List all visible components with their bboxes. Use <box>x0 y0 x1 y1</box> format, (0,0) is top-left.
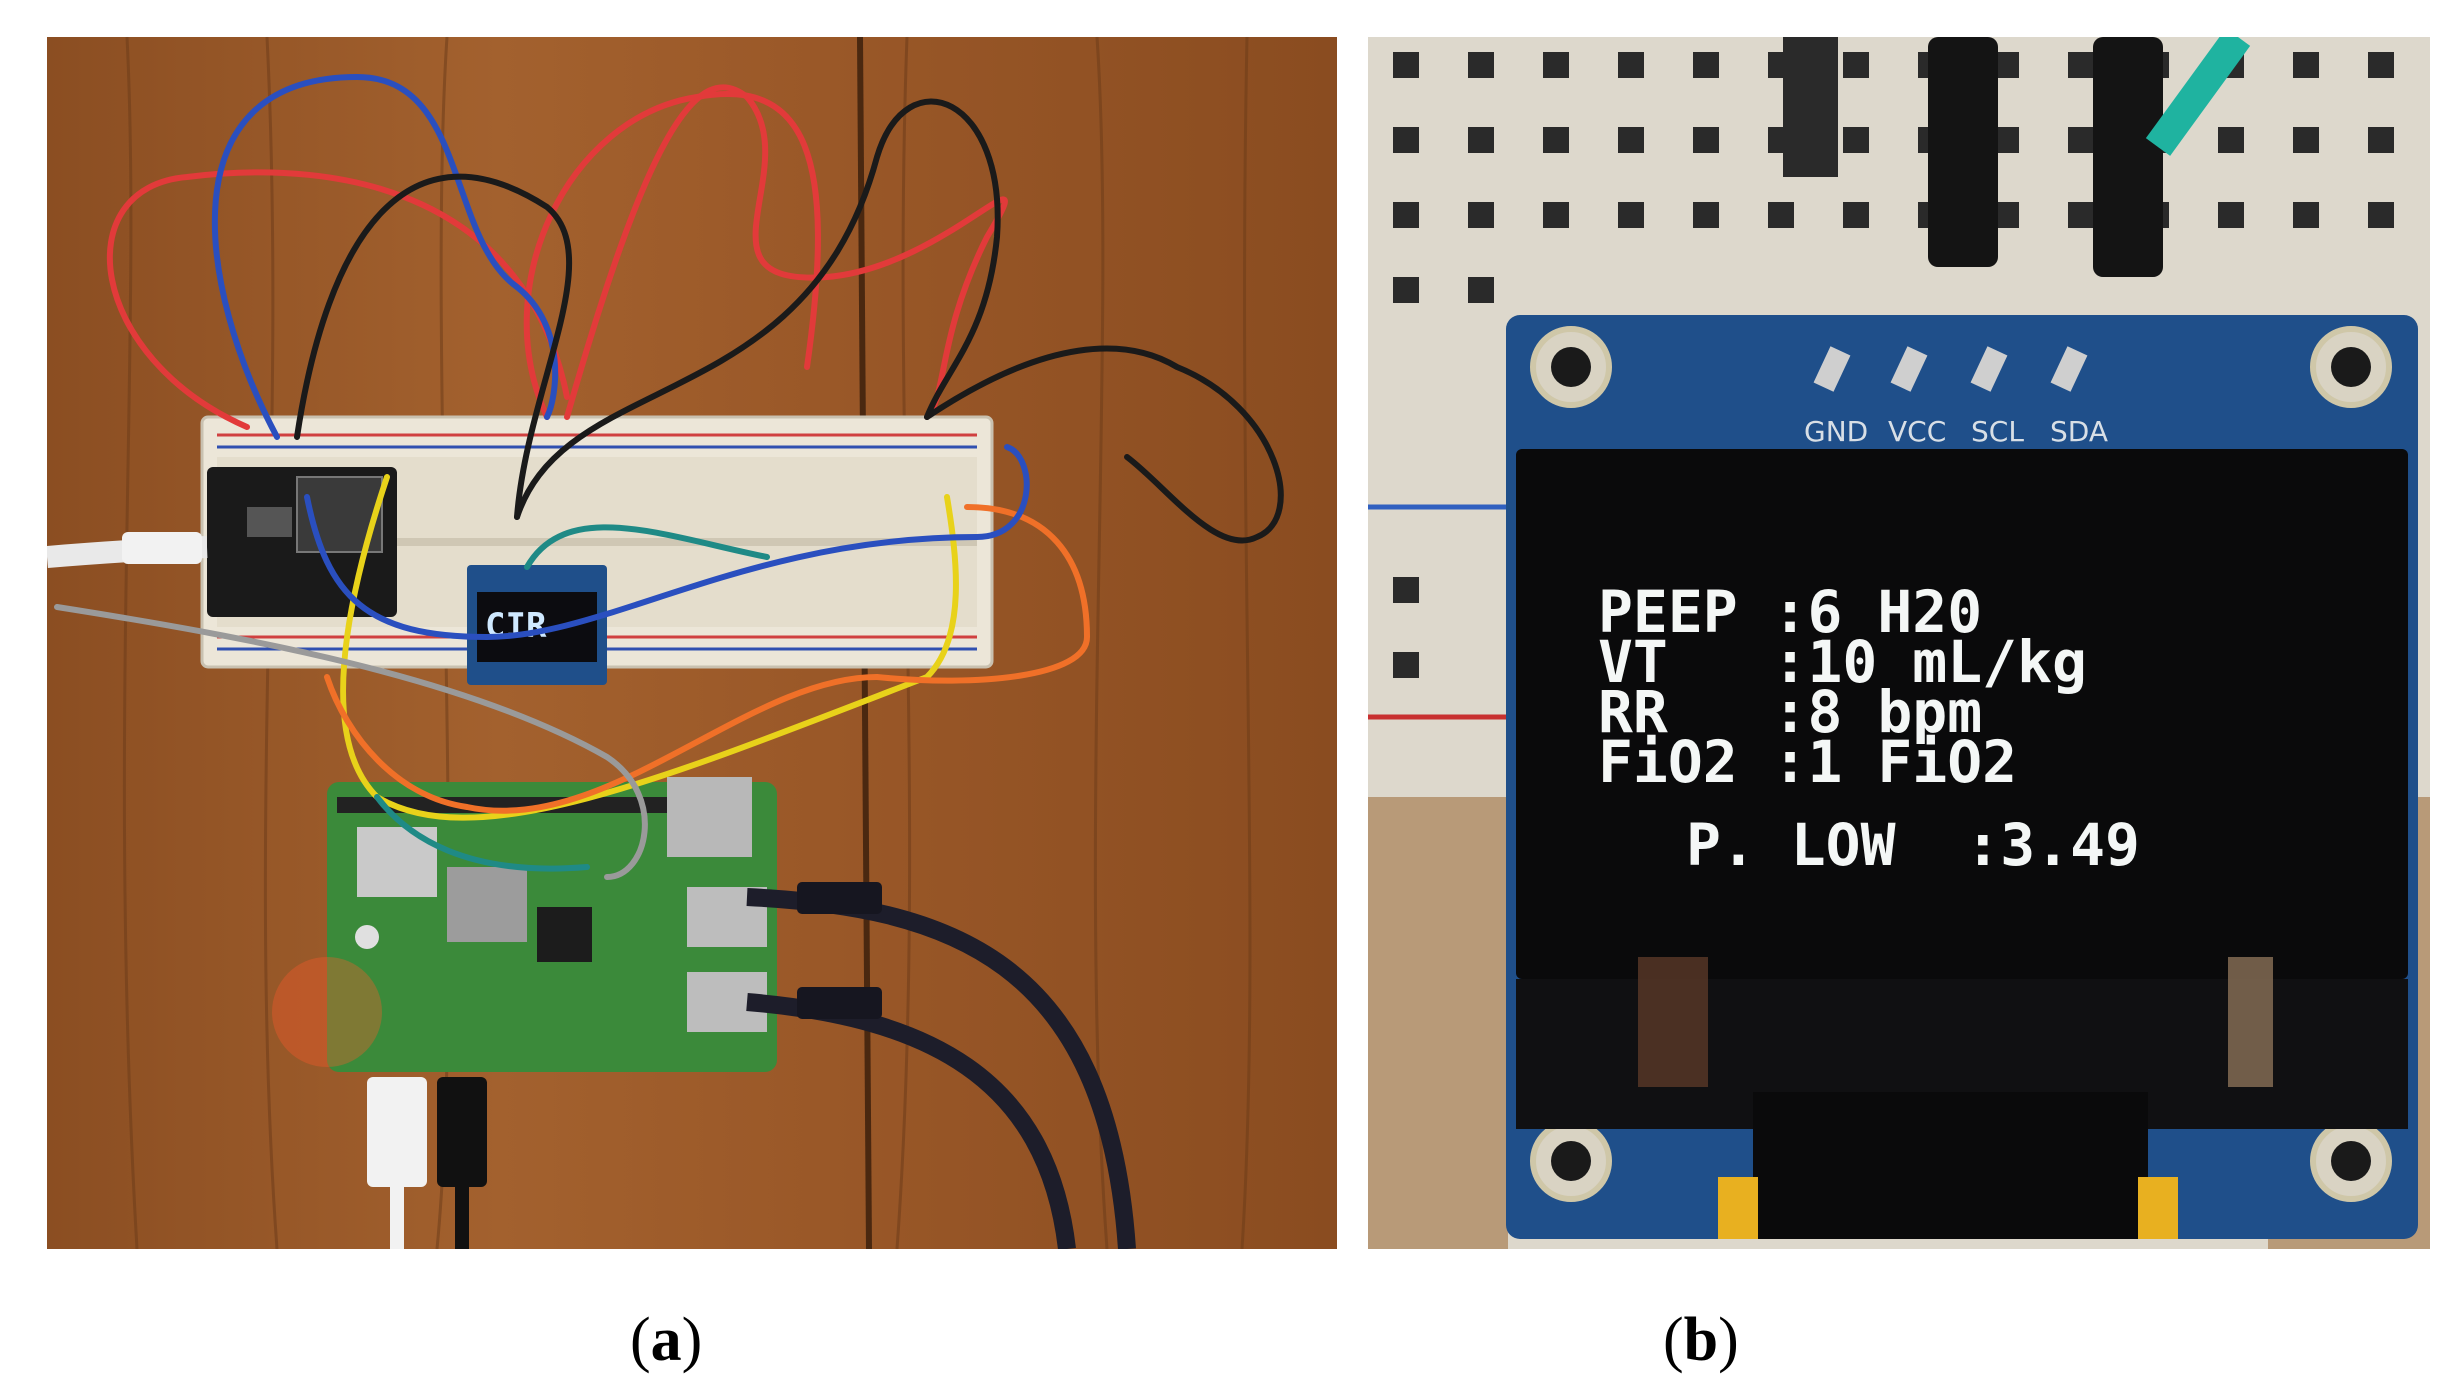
oled-line-peep: PEEP :6 H20 <box>1598 578 1982 646</box>
photo-oled-closeup: GND VCC SCL SDA PEEP :6 H20 VT :10 mL/kg… <box>1368 37 2430 1249</box>
breadboard-holes <box>1393 52 2394 678</box>
raspberry-pi-board <box>327 777 777 1072</box>
oled-module: GND VCC SCL SDA PEEP :6 H20 VT :10 mL/kg… <box>1506 315 2418 1239</box>
oled-display-small: CIR <box>467 565 607 685</box>
caption-b-open: ( <box>1663 1306 1684 1374</box>
oled-line-pressure-low: P. LOW :3.49 <box>1686 811 2140 879</box>
usb-cable <box>47 532 208 568</box>
oled-line-rr: RR :8 bpm <box>1598 678 1982 746</box>
oled-screen <box>1516 449 2408 979</box>
caption-b: (b) <box>1663 1305 1739 1376</box>
caption-a: (a) <box>630 1305 702 1376</box>
wood-peek <box>1368 797 1508 1249</box>
pin-label-gnd: GND <box>1804 415 1868 448</box>
pin-label-sda: SDA <box>2050 415 2108 448</box>
pin-label-vcc: VCC <box>1888 415 1946 448</box>
pin-label-scl: SCL <box>1971 415 2024 448</box>
photo-oled-closeup-art: GND VCC SCL SDA PEEP :6 H20 VT :10 mL/kg… <box>1368 37 2430 1249</box>
bottom-cables <box>272 882 1136 1249</box>
caption-a-close: ) <box>681 1306 703 1374</box>
caption-b-close: ) <box>1718 1306 1739 1374</box>
caption-b-letter: b <box>1683 1306 1719 1374</box>
photo-prototype-setup-art: CIR <box>47 37 1337 1249</box>
caption-a-open: ( <box>630 1306 651 1374</box>
photo-prototype-setup: CIR <box>47 37 1337 1249</box>
caption-a-letter: a <box>650 1306 682 1374</box>
oled-flex-cable <box>1753 1092 2148 1239</box>
oled-small-text: CIR <box>485 606 547 646</box>
oled-line-fio2: FiO2 :1 FiO2 <box>1598 728 2017 796</box>
header-pins <box>1813 346 2088 392</box>
jumper-wires <box>54 73 1284 880</box>
jumper-wires-top <box>1783 37 2251 277</box>
oled-line-vt: VT :10 mL/kg <box>1598 628 2087 696</box>
